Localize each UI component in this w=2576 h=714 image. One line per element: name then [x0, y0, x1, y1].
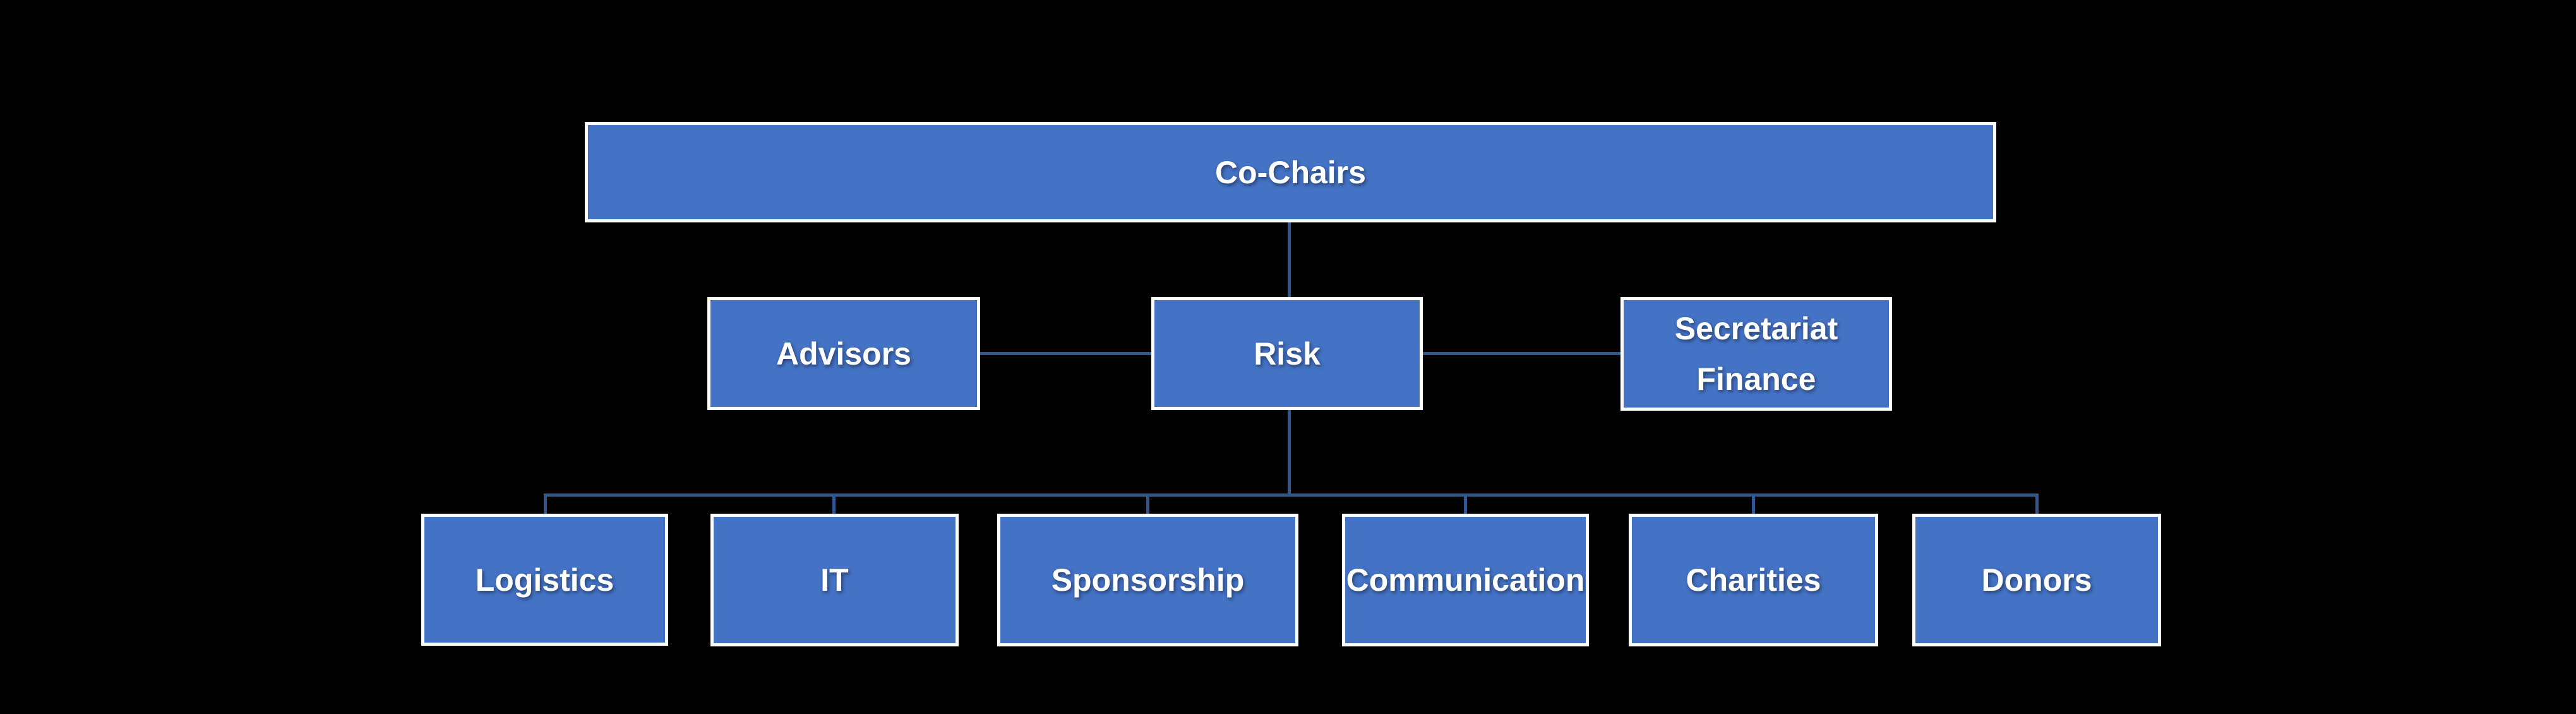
connector-risk-to-bus [1287, 409, 1291, 495]
org-node-advisors: Advisors [707, 297, 980, 410]
org-node-it: IT [710, 514, 959, 646]
org-node-risk: Risk [1151, 297, 1423, 410]
org-node-secretariat-finance: Secretariat Finance [1620, 297, 1892, 411]
org-node-label: IT [820, 562, 849, 598]
org-node-sponsorship: Sponsorship [997, 514, 1298, 646]
org-node-label: Co-Chairs [1215, 154, 1366, 190]
org-node-communication: Communication [1342, 514, 1589, 646]
connector-drop-logistics [543, 495, 547, 515]
org-node-label: Charities [1686, 562, 1821, 598]
connector-drop-donors [2035, 495, 2039, 515]
connector-drop-charities [1752, 495, 1755, 515]
connector-advisors-to-risk [979, 352, 1153, 355]
org-node-label: Donors [1981, 562, 2092, 598]
connector-bus [543, 493, 2039, 497]
org-node-logistics: Logistics [421, 514, 668, 646]
connector-drop-communication [1464, 495, 1467, 515]
org-node-label: Sponsorship [1051, 562, 1245, 598]
connector-drop-it [832, 495, 836, 515]
org-node-label: Advisors [776, 336, 911, 372]
org-node-donors: Donors [1912, 514, 2161, 646]
org-node-label: Secretariat Finance [1674, 311, 1838, 397]
connector-risk-to-secretariat [1422, 352, 1622, 355]
connector-drop-sponsorship [1146, 495, 1149, 515]
org-node-label: Communication [1346, 562, 1585, 598]
org-node-label: Risk [1254, 336, 1321, 372]
org-node-co-chairs: Co-Chairs [585, 122, 1996, 222]
org-node-label: Logistics [475, 562, 614, 598]
connector-co-chairs-to-risk [1287, 222, 1291, 299]
org-node-charities: Charities [1629, 514, 1878, 646]
